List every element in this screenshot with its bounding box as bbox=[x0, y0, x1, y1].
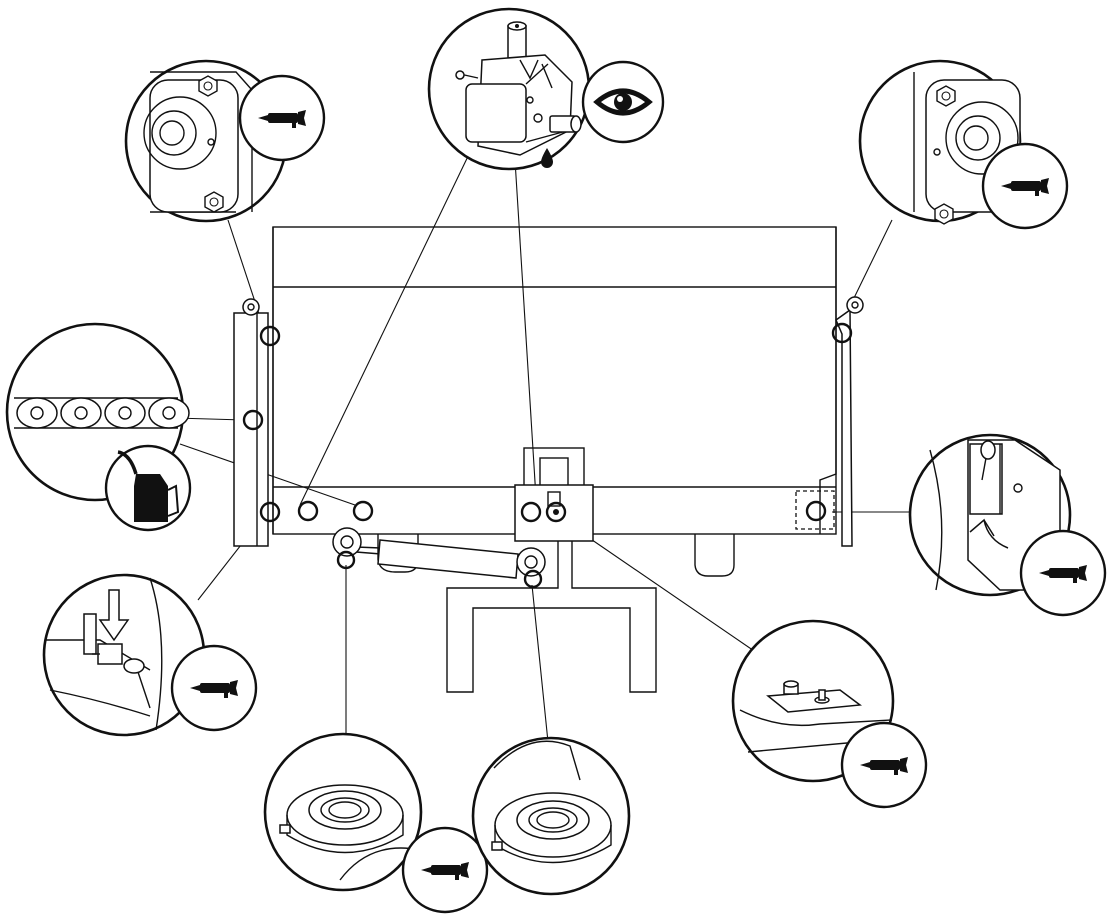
callout-gearbox bbox=[427, 7, 665, 171]
callout-cylinder-left-eye bbox=[263, 732, 489, 914]
eye-icon bbox=[593, 88, 653, 116]
callout-top-right-bearing bbox=[858, 59, 1069, 230]
callout-hitch-plate bbox=[731, 619, 928, 809]
right-side-plate bbox=[835, 308, 853, 547]
callout-top-left-bearing bbox=[124, 59, 326, 223]
callout-drive-chain bbox=[5, 322, 192, 532]
lube-point-markers bbox=[242, 322, 853, 589]
hydraulic-cylinder bbox=[332, 527, 546, 579]
oil-drop-icon bbox=[541, 148, 553, 168]
hitch-frame bbox=[446, 541, 657, 693]
machine-frame bbox=[233, 226, 864, 693]
callout-right-pivot bbox=[908, 433, 1107, 617]
oil-can-icon bbox=[117, 450, 180, 522]
callout-left-pivot bbox=[42, 573, 258, 737]
callout-cylinder-right-eye bbox=[471, 736, 631, 896]
